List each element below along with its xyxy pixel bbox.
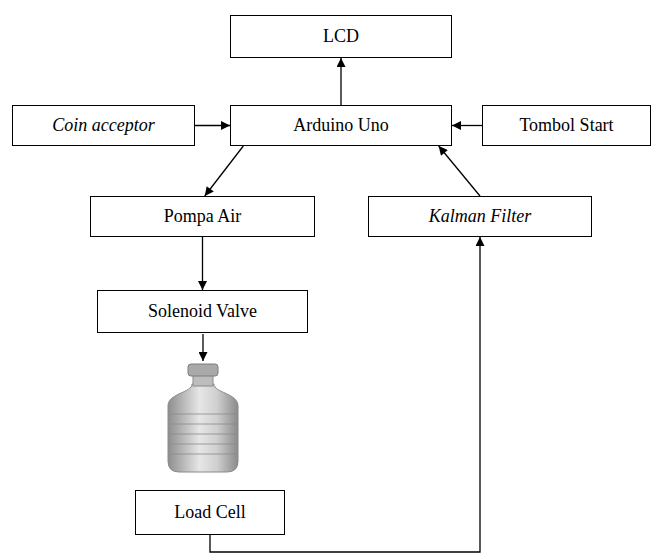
flow-arrow [340,58,341,105]
box-label: Load Cell [174,502,245,524]
gallon-body [168,384,238,472]
box-label: Kalman Filter [429,206,532,228]
process-box: Solenoid Valve [97,290,308,333]
gallon-cap [188,364,218,376]
box-label: Coin acceptor [52,115,154,137]
flow-arrow [205,146,244,196]
gallon-ridges [169,414,237,454]
process-box: Pompa Air [90,196,315,237]
flow-arrow [439,146,480,196]
process-box: Coin acceptor [12,105,195,146]
flow-arrow [202,334,203,361]
process-box: Arduino Uno [230,105,452,146]
process-box: LCD [230,15,452,58]
process-box: Tombol Start [482,105,651,146]
flow-arrow [195,125,230,126]
box-label: LCD [323,26,359,48]
flow-arrow [202,237,203,290]
box-label: Arduino Uno [293,115,389,137]
flow-arrow [452,125,482,126]
process-box: Kalman Filter [368,196,592,237]
box-label: Tombol Start [519,115,613,137]
process-box: Load Cell [135,490,285,535]
water-gallon [168,364,238,472]
box-label: Pompa Air [164,206,242,228]
box-label: Solenoid Valve [148,301,257,323]
